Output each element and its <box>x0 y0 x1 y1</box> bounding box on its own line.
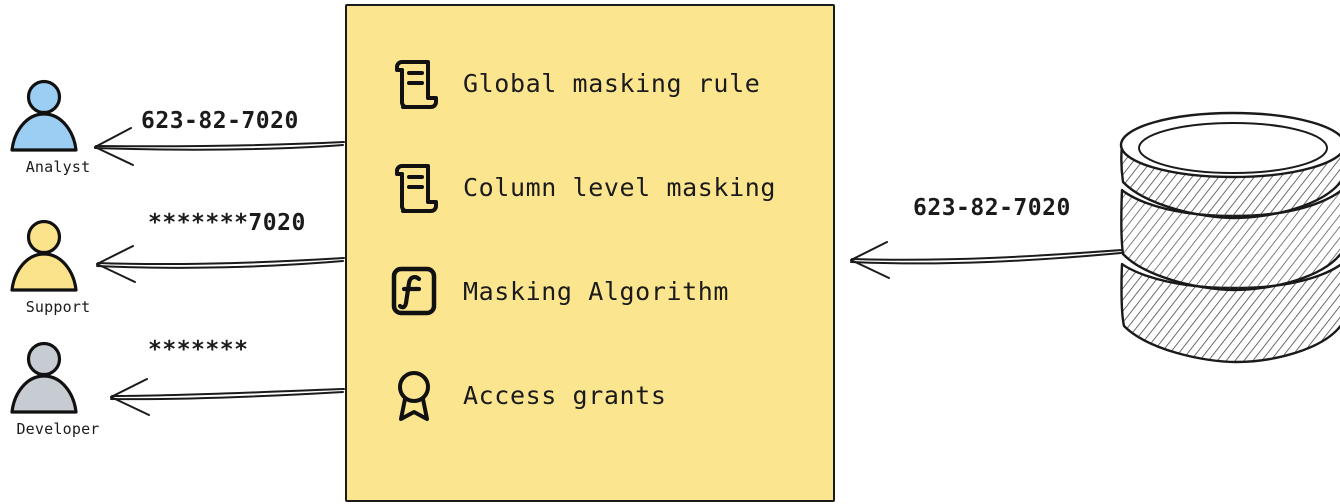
policy-item-masking-algorithm[interactable]: Masking Algorithm <box>387 262 817 320</box>
policy-item-column-level-masking[interactable]: Column level masking <box>387 158 817 216</box>
person-icon <box>10 79 78 152</box>
arrow-panel-to-developer <box>110 378 345 416</box>
policy-item-label: Global masking rule <box>463 68 761 98</box>
database-cylinder-icon <box>1119 111 1340 364</box>
arrow-source-to-panel <box>850 241 1123 279</box>
flow-label-panel-to-support: *******7020 <box>148 210 306 236</box>
flow-label-source-to-panel: 623-82-7020 <box>913 195 1071 221</box>
policy-panel: Global masking rule Column level masking… <box>345 4 835 502</box>
actor-label: Support <box>25 298 91 316</box>
function-box-icon <box>391 266 437 316</box>
arrow-panel-to-support <box>96 245 345 283</box>
person-icon <box>10 341 78 414</box>
award-ribbon-icon <box>398 371 430 421</box>
scroll-document-icon <box>395 60 438 109</box>
scroll-document-icon <box>395 164 438 213</box>
actor-label: Analyst <box>25 158 91 176</box>
arrow-panel-to-analyst <box>94 127 345 166</box>
actor-label: Developer <box>16 420 100 438</box>
policy-list: Global masking rule Column level masking… <box>387 54 817 424</box>
policy-item-label: Masking Algorithm <box>463 276 730 306</box>
flow-label-panel-to-analyst: 623-82-7020 <box>141 108 299 134</box>
policy-item-global-masking-rule[interactable]: Global masking rule <box>387 54 817 112</box>
actor-analyst[interactable]: Analyst <box>0 78 118 176</box>
policy-item-label: Access grants <box>463 380 667 410</box>
actor-developer[interactable]: Developer <box>0 340 118 438</box>
actor-support[interactable]: Support <box>0 218 118 316</box>
person-icon <box>10 219 78 292</box>
flow-label-panel-to-developer: ******* <box>148 337 249 363</box>
policy-item-access-grants[interactable]: Access grants <box>387 366 817 424</box>
policy-item-label: Column level masking <box>463 172 777 202</box>
